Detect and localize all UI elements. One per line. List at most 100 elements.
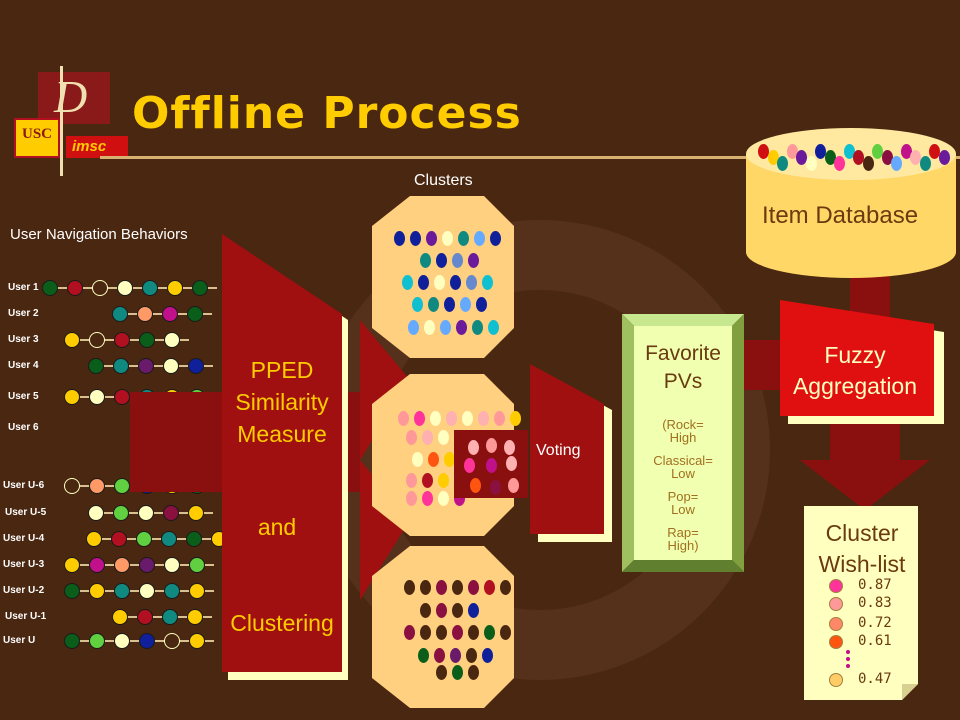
user-bead <box>42 280 58 296</box>
user-bead <box>187 609 203 625</box>
user-bead <box>189 557 205 573</box>
db-bead <box>796 150 807 165</box>
wishlist-score: 0.87 <box>858 577 892 593</box>
user-bead <box>189 583 205 599</box>
cluster-bead <box>476 297 487 312</box>
user-bead <box>113 358 129 374</box>
user-label: User 1 <box>8 282 39 293</box>
user-bead <box>114 557 130 573</box>
cluster-bead <box>452 665 463 680</box>
cluster-bead <box>402 275 413 290</box>
cluster-bead <box>452 580 463 595</box>
pped-and: and <box>257 514 297 540</box>
cluster-bead <box>442 231 453 246</box>
cluster-bead <box>436 625 447 640</box>
user-label: User U <box>3 635 36 646</box>
user-bead <box>67 280 83 296</box>
cluster-bead <box>430 411 441 426</box>
cluster-bead <box>468 625 479 640</box>
wishlist-panel <box>804 506 918 700</box>
user-label: User U-5 <box>5 507 47 518</box>
db-bead <box>910 150 921 165</box>
user-bead <box>64 583 80 599</box>
db-bead <box>872 144 883 159</box>
user-bead <box>112 609 128 625</box>
cluster-bead <box>406 491 417 506</box>
cluster-bead <box>490 231 501 246</box>
cluster-bead <box>418 648 429 663</box>
cluster-bead <box>452 253 463 268</box>
user-bead <box>88 505 104 521</box>
cluster-bead <box>436 253 447 268</box>
user-bead <box>136 531 152 547</box>
cluster-bead <box>438 491 449 506</box>
cluster-bead <box>440 320 451 335</box>
db-bead <box>919 156 931 171</box>
cluster-bead <box>420 253 431 268</box>
logo-background <box>38 72 110 124</box>
cluster-bead <box>482 648 493 663</box>
pvs-list: (Rock=High Classical=Low Pop=Low Rap=Hig… <box>634 418 732 552</box>
user-label: User 3 <box>8 334 39 345</box>
db-bead <box>786 144 798 159</box>
fuzzy-aggregation-title: Fuzzy Aggregation <box>792 342 918 399</box>
wishlist-score: 0.72 <box>858 615 892 631</box>
cluster-bead <box>422 491 433 506</box>
user-bead <box>188 505 204 521</box>
db-bead <box>862 156 874 171</box>
highlight-bead <box>470 478 481 493</box>
ellipsis-dots-wishlist <box>846 650 850 668</box>
highlight-bead <box>506 456 517 471</box>
pped-panel-shape <box>222 234 348 680</box>
user-bead <box>114 583 130 599</box>
cluster-bead <box>450 648 461 663</box>
cluster-bead <box>458 231 469 246</box>
user-bead <box>64 633 80 649</box>
user-bead <box>167 280 183 296</box>
cluster-bead <box>426 231 437 246</box>
user-label: User U-3 <box>3 559 45 570</box>
clusters-label: Clusters <box>414 172 473 189</box>
cluster-bead <box>460 297 471 312</box>
user-bead <box>64 478 80 494</box>
user-bead <box>164 633 180 649</box>
voting-label: Voting <box>536 442 581 459</box>
user-bead <box>89 478 105 494</box>
db-bead <box>891 156 902 171</box>
cluster-bead <box>482 275 493 290</box>
wishlist-bead <box>829 579 843 593</box>
cluster-bead <box>454 491 465 506</box>
logo-imsc-badge <box>66 136 128 158</box>
title-underline <box>100 156 960 159</box>
cluster-bead <box>436 665 447 680</box>
highlight-bead <box>504 440 515 455</box>
user-bead <box>114 633 130 649</box>
wishlist-title: Cluster Wish-list <box>818 520 906 577</box>
cluster-bead <box>484 625 495 640</box>
user-bead <box>113 505 129 521</box>
cluster-bead <box>418 275 429 290</box>
user-bead <box>64 557 80 573</box>
cluster-bead <box>424 320 435 335</box>
user-bead <box>64 332 80 348</box>
highlight-bead <box>486 458 497 473</box>
cluster-bead <box>456 320 467 335</box>
user-bead <box>114 478 130 494</box>
user-label: User 4 <box>8 360 39 371</box>
user-bead <box>139 633 155 649</box>
item-database-label: Item Database <box>762 202 919 229</box>
cluster-bead <box>452 603 463 618</box>
cluster-bead <box>446 411 457 426</box>
user-nav-label: User Navigation Behaviors <box>10 226 188 243</box>
cluster-bead <box>466 648 477 663</box>
db-bead <box>758 144 769 159</box>
db-bead <box>853 150 864 165</box>
user-bead <box>139 557 155 573</box>
wishlist-score: 0.47 <box>858 671 892 687</box>
user-bead <box>89 557 105 573</box>
highlight-bead <box>468 440 479 455</box>
db-bead <box>929 144 940 159</box>
user-bead <box>112 306 128 322</box>
highlight-bead <box>486 438 497 453</box>
user-label: User U-2 <box>3 585 45 596</box>
